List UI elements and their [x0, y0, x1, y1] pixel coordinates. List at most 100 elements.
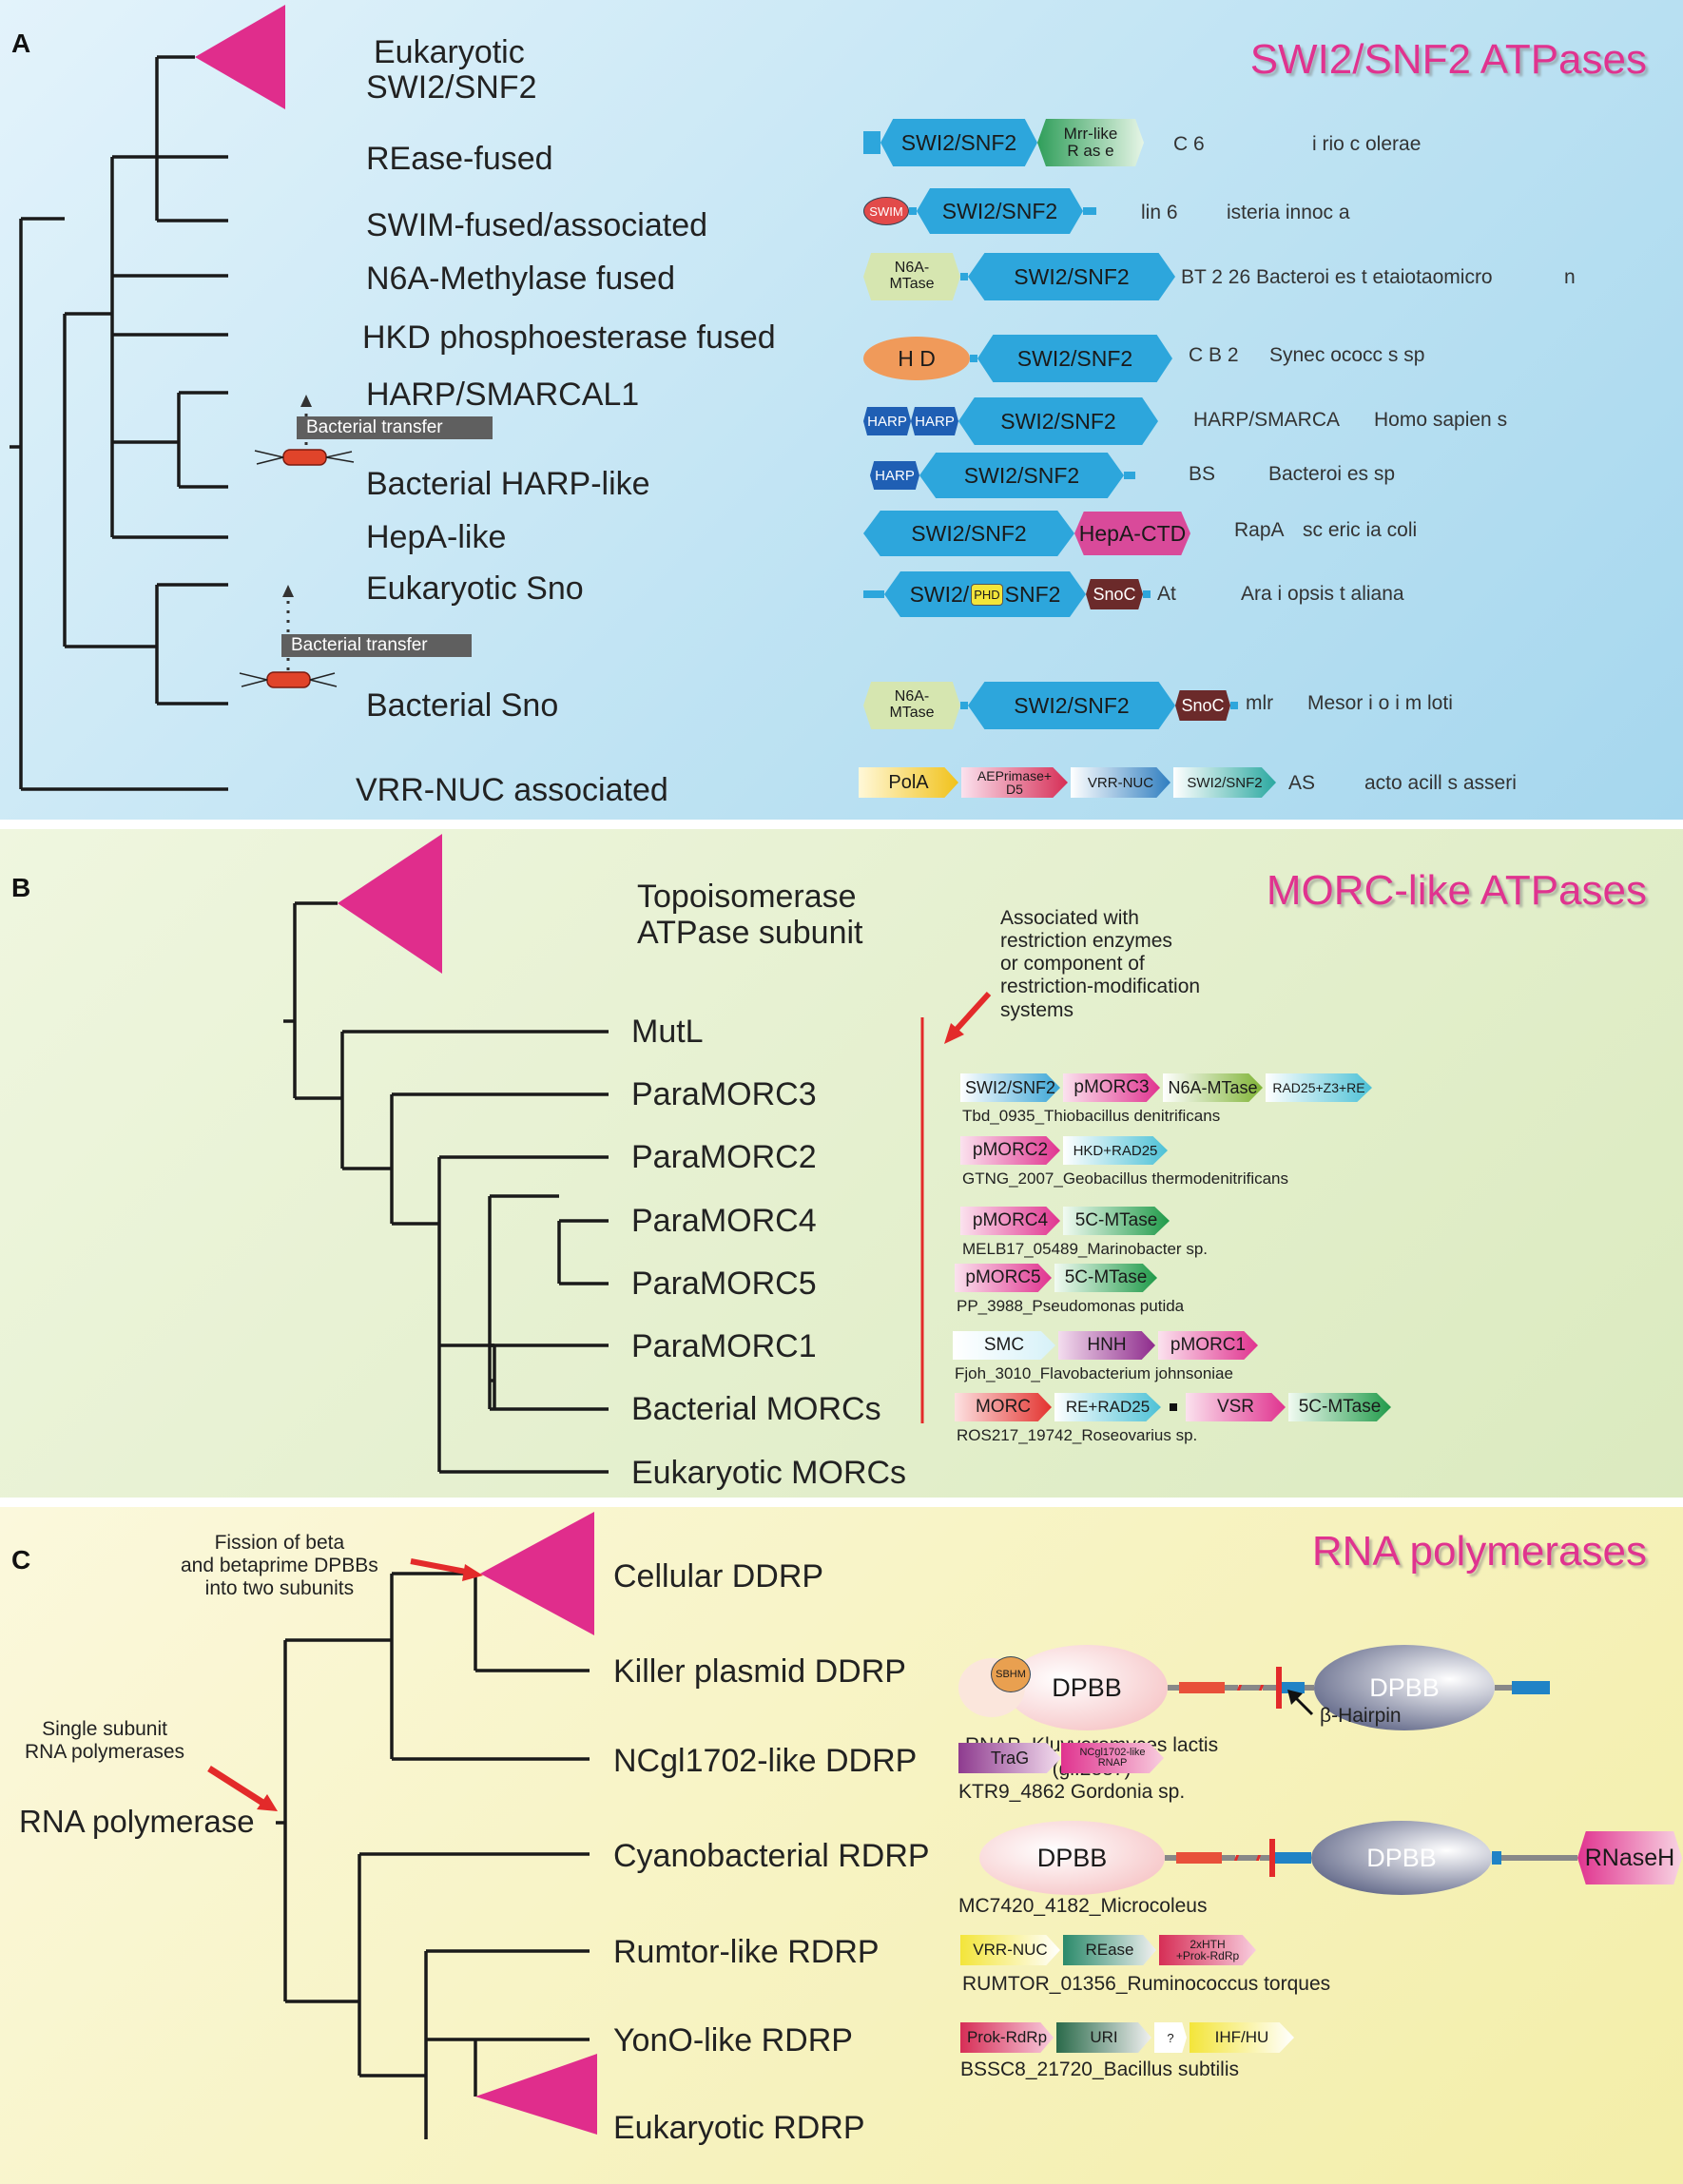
architecture-bacterial-harp: HARP SWI2/SNF2 [870, 453, 1135, 498]
architecture-pmorc2: pMORC2 HKD+RAD25 [960, 1136, 1168, 1165]
architecture-sno: SWI2/ PHD SNF2 SnoC [863, 571, 1151, 617]
panel-a: A SWI2/SNF2 ATPases [0, 0, 1683, 820]
panel-b-title: MORC-like ATPases [1266, 867, 1647, 914]
gene-caption: MC7420_4182_Microcoleus [958, 1895, 1208, 1917]
domain: HKD+RAD25 [1063, 1136, 1168, 1165]
separator-dot [1170, 1403, 1177, 1411]
leaf-label: ParaMORC1 [631, 1328, 817, 1364]
architecture-cyanobacterial: DPBB DPBB RNaseH [979, 1821, 1682, 1895]
fission-note: Fission of beta and betaprime DPBBs into… [181, 1532, 378, 1600]
root-label: RNA polymerase [19, 1804, 255, 1839]
domain-prok-rdrp: Prok-RdRp [960, 2022, 1054, 2053]
architecture-hepa: SWI2/SNF2 HepA-CTD [863, 511, 1190, 556]
organism: acto acill s asseri [1364, 772, 1517, 794]
domain: MORC [955, 1393, 1052, 1421]
gene-id: BS [1189, 463, 1216, 485]
organism: Mesor i o i m loti [1307, 692, 1453, 714]
gene-id: RapA [1234, 519, 1285, 541]
domain-swi2snf2: SWI2/SNF2 [977, 335, 1172, 382]
gene-id: AS [1288, 772, 1316, 794]
restriction-note: Associated with restriction enzymes or c… [1000, 907, 1201, 1021]
domain-snoc: SnoC [1086, 579, 1143, 609]
domain-rease: REase [1063, 1935, 1156, 1965]
bacterial-transfer-label: Bacterial transfer [281, 634, 472, 657]
gene-id: HARP/SMARCA [1193, 409, 1341, 431]
domain: SMC [953, 1331, 1055, 1360]
hairpin-label: β-Hairpin [1320, 1705, 1402, 1727]
gene-id: C B 2 [1189, 344, 1239, 366]
domain-dpbb: DPBB [1006, 1645, 1168, 1730]
clade-triangle-c1 [480, 1512, 594, 1635]
architecture-pmorc1: SMC HNH pMORC1 [953, 1331, 1258, 1360]
domain: HNH [1058, 1331, 1155, 1360]
red-arrow-icon [207, 1766, 278, 1811]
organism: Synec ococc s sp [1269, 344, 1425, 366]
gene-caption: Tbd_0935_Thiobacillus denitrificans [962, 1107, 1221, 1125]
domain-uri: URI [1056, 2022, 1151, 2053]
gene-caption: KTR9_4862 Gordonia sp. [958, 1781, 1186, 1803]
architecture-morc: MORC RE+RAD25 VSR 5C-MTase [955, 1393, 1391, 1421]
gene-caption: Fjoh_3010_Flavobacterium johnsoniae [955, 1364, 1233, 1382]
domain-vrr-nuc: VRR-NUC [960, 1935, 1060, 1965]
domain-swim: SWIM [863, 197, 909, 225]
domain: RAD25+Z3+RE [1266, 1073, 1372, 1102]
organism: Ara i opsis t aliana [1241, 583, 1404, 605]
domain-ihf-hu: IHF/HU [1190, 2022, 1294, 2053]
architecture-ncgl: TraG NCgl1702-like RNAP [958, 1743, 1164, 1773]
leaf-label: ParaMORC3 [631, 1076, 817, 1112]
leaf-label: VRR-NUC associated [356, 772, 668, 808]
domain-dpbb: DPBB [1311, 1821, 1492, 1895]
leaf-label: ParaMORC5 [631, 1266, 817, 1302]
domain-unknown: ? [1154, 2022, 1187, 2053]
clade-triangle-b [338, 834, 442, 974]
architecture-rease: SWI2/SNF2 Mrr-like R as e [863, 119, 1144, 166]
domain-hkd: H D [863, 337, 970, 380]
leaf-label: Eukaryotic [374, 34, 525, 70]
domain-harp: HARP [911, 407, 958, 435]
architecture-swim: SWIM SWI2/SNF2 [863, 188, 1096, 234]
leaf-label: Killer plasmid DDRP [613, 1653, 906, 1690]
leaf-label: NCgl1702-like DDRP [613, 1743, 918, 1779]
architecture-harp: HARP HARP SWI2/SNF2 [863, 397, 1158, 445]
domain-swi2snf2: SWI2/SNF2 [919, 453, 1124, 498]
leaf-label: SWI2/SNF2 [366, 69, 537, 106]
leaf-label: Bacterial MORCs [631, 1391, 881, 1427]
domain-pola: PolA [859, 767, 958, 798]
architecture-yono: Prok-RdRp URI ? IHF/HU [960, 2022, 1294, 2053]
domain-hepa-ctd: HepA-CTD [1074, 512, 1190, 555]
architecture-bacterial-sno: N6A- MTase SWI2/SNF2 SnoC [863, 682, 1238, 729]
leaf-label: MutL [631, 1014, 704, 1050]
domain: pMORC3 [1063, 1073, 1160, 1102]
architecture-vrr-nuc: PolA AEPrimase+ D5 VRR-NUC SWI2/SNF2 [859, 767, 1276, 798]
architecture-pmorc4: pMORC4 5C-MTase [960, 1207, 1170, 1235]
gene-id: C 6 [1173, 133, 1205, 155]
leaf-label: Eukaryotic RDRP [613, 2110, 865, 2146]
single-subunit-note: Single subunit RNA polymerases [25, 1718, 185, 1764]
red-arrow-icon [410, 1558, 483, 1581]
domain: VSR [1186, 1393, 1286, 1421]
domain: 5C-MTase [1054, 1264, 1157, 1292]
domain-vrr-nuc: VRR-NUC [1071, 767, 1170, 798]
architecture-pmorc3: SWI2/SNF2 pMORC3 N6A-MTase RAD25+Z3+RE [960, 1073, 1372, 1102]
architecture-killer-plasmid: SBHM DPBB DPBB [958, 1645, 1550, 1730]
domain: pMORC1 [1158, 1331, 1258, 1360]
domain-phd: PHD [971, 583, 1003, 606]
domain-trag: TraG [958, 1743, 1061, 1773]
panel-b-label: B [11, 873, 31, 902]
gene-caption: RUMTOR_01356_Ruminococcus torques [962, 1973, 1331, 1995]
clade-triangle-c2 [475, 2054, 597, 2135]
leaf-label: HepA-like [366, 519, 507, 555]
domain-hth: 2xHTH +Prok-RdRp [1159, 1935, 1256, 1965]
organism: isteria innoc a [1227, 202, 1350, 223]
domain: 5C-MTase [1288, 1393, 1391, 1421]
domain-swi2-label: SWI2/ [909, 581, 970, 607]
domain-swi2snf2: SWI2/SNF2 [863, 511, 1074, 556]
domain: pMORC4 [960, 1207, 1060, 1235]
panel-c: C RNA polymerases [0, 1507, 1683, 2184]
leaf-label: N6A-Methylase fused [366, 261, 676, 297]
arrow-icon [1287, 1690, 1314, 1716]
domain: pMORC2 [960, 1136, 1060, 1165]
leaf-label: Bacterial Sno [366, 687, 559, 724]
topoisomerase-label: Topoisomerase ATPase subunit [637, 879, 863, 952]
panel-b-subtree [338, 834, 992, 1474]
